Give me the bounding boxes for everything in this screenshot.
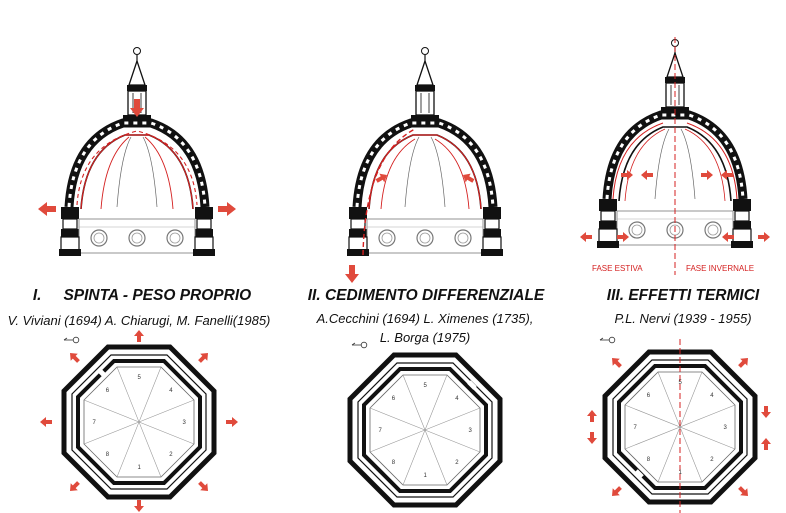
force-arrow-icon	[761, 406, 771, 418]
section-1	[59, 48, 215, 257]
force-arrow-icon	[66, 478, 83, 495]
sector-number: 1	[679, 470, 683, 476]
force-arrow-icon	[761, 438, 771, 450]
panel-2-roman: II.	[307, 287, 321, 304]
panel-1-authors: V. Viviani (1694) A. Chiarugi, M. Fanell…	[7, 313, 271, 328]
force-arrow-icon	[195, 478, 212, 495]
sector-number: 7	[634, 425, 638, 431]
force-arrow-icon	[226, 417, 238, 427]
force-arrow-icon	[608, 354, 625, 371]
panel-3-title: III. EFFETTI TERMICI	[588, 287, 778, 305]
force-arrow-icon	[66, 349, 83, 366]
sector-number: 8	[392, 460, 396, 466]
sector-number: 5	[424, 383, 428, 389]
force-arrow-icon	[38, 202, 56, 216]
force-arrow-icon	[218, 202, 236, 216]
force-arrow-icon	[580, 232, 592, 242]
force-arrow-icon	[345, 265, 359, 283]
panel-3-roman: III.	[606, 287, 625, 304]
sector-number: 4	[455, 396, 459, 402]
sector-number: 2	[455, 460, 459, 466]
panel-1-title-text: SPINTA - PESO PROPRIO	[63, 287, 252, 304]
season-label-summer: FASE ESTIVA	[592, 264, 643, 273]
panel-3-authors: P.L. Nervi (1939 - 1955)	[614, 311, 752, 326]
panel-2-authors-line-2: L. Borga (1975)	[379, 330, 471, 345]
sector-number: 3	[183, 420, 187, 426]
section-2	[347, 48, 503, 257]
sector-number: 4	[169, 388, 173, 394]
panel-2-title-text: CEDIMENTO DIFFERENZIALE	[324, 287, 545, 304]
force-arrow-icon	[134, 500, 144, 512]
plan-1	[64, 347, 214, 497]
sector-number: 1	[138, 465, 142, 471]
season-label-winter: FASE INVERNALE	[686, 264, 755, 273]
north-arrow-icon	[63, 336, 80, 344]
force-arrow-icon	[134, 330, 144, 342]
panel-3-title-text: EFFETTI TERMICI	[628, 287, 760, 304]
plan-2	[350, 355, 500, 505]
sector-number: 3	[724, 425, 728, 431]
panel-2-authors-line-1: A.Cecchini (1694) L. Ximenes (1735),	[316, 311, 534, 326]
section-3	[597, 37, 753, 275]
sector-number: 2	[169, 452, 173, 458]
panel-1-title: I. SPINTA - PESO PROPRIO	[22, 287, 262, 305]
force-arrow-icon	[735, 483, 752, 500]
sector-number: 6	[647, 393, 651, 399]
sector-number: 1	[424, 473, 428, 479]
force-arrow-icon	[758, 232, 770, 242]
sector-number: 6	[392, 396, 396, 402]
panel-1-roman: I.	[32, 287, 42, 304]
sector-numbers: 1 2 3 4 5 6 7 8 1 2 3 4 5 6 7 8 1 2 3 4 5 6 7 8	[93, 375, 728, 479]
panel-2-title: II. CEDIMENTO DIFFERENZIALE	[296, 287, 556, 305]
force-arrow-icon	[735, 354, 752, 371]
sector-number: 5	[138, 375, 142, 381]
plan-3	[605, 339, 755, 513]
sector-number: 7	[379, 428, 383, 434]
force-arrow-icon	[608, 483, 625, 500]
sector-number: 7	[93, 420, 97, 426]
sector-number: 3	[469, 428, 473, 434]
force-arrow-icon	[195, 349, 212, 366]
sector-number: 6	[106, 388, 110, 394]
sector-number: 2	[710, 457, 714, 463]
sector-number: 5	[679, 380, 683, 386]
sector-number: 4	[710, 393, 714, 399]
sector-number: 8	[106, 452, 110, 458]
force-arrow-icon	[587, 410, 597, 422]
north-arrow-icon	[599, 336, 616, 344]
force-arrow-icon	[40, 417, 52, 427]
force-arrow-icon	[587, 432, 597, 444]
sector-number: 8	[647, 457, 651, 463]
